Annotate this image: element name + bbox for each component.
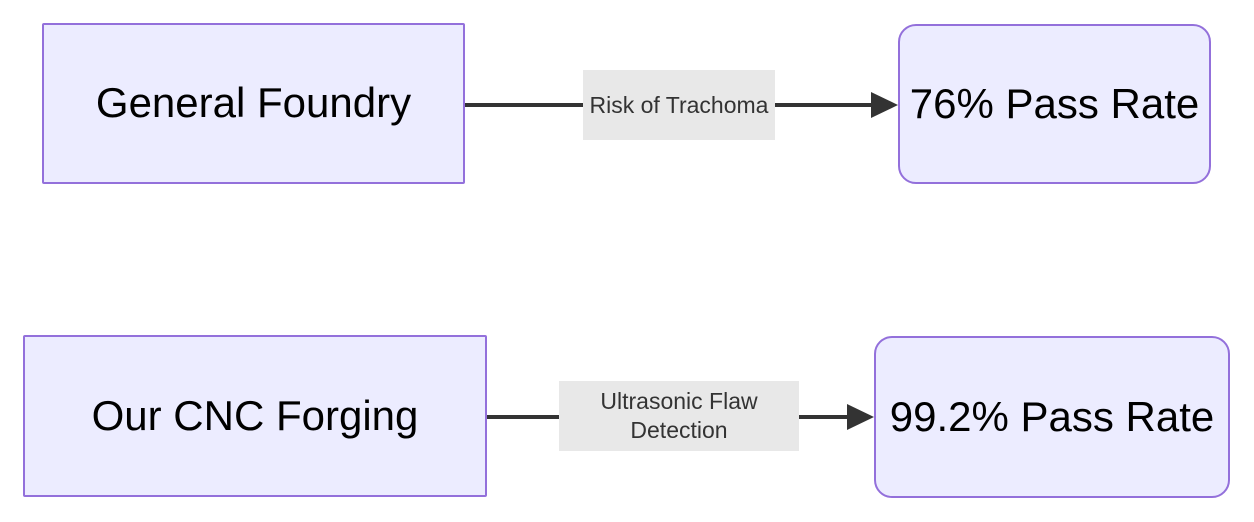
node-99-2-pass-rate: 99.2% Pass Rate xyxy=(874,336,1230,498)
node-76-pass-rate-label: 76% Pass Rate xyxy=(909,79,1200,127)
node-general-foundry-label: General Foundry xyxy=(95,79,412,127)
edge-label-line: Risk of Trachoma xyxy=(589,91,769,118)
edge-arrowhead-bottom xyxy=(847,404,874,430)
edge-label-line: Detection xyxy=(630,417,728,443)
node-99-2-pass-rate-label: 99.2% Pass Rate xyxy=(889,392,1215,440)
node-76-pass-rate: 76% Pass Rate xyxy=(898,24,1211,184)
node-general-foundry: General Foundry xyxy=(42,23,465,184)
edge-label-ultrasonic-flaw-detection: Ultrasonic Flaw Detection xyxy=(559,381,799,451)
edge-arrowhead-top xyxy=(871,92,898,118)
node-our-cnc-forging: Our CNC Forging xyxy=(23,335,487,497)
edge-label-risk-of-trachoma: Risk of Trachoma xyxy=(583,70,775,140)
edge-label-line: Ultrasonic Flaw xyxy=(600,388,758,414)
node-our-cnc-forging-label: Our CNC Forging xyxy=(91,391,419,439)
